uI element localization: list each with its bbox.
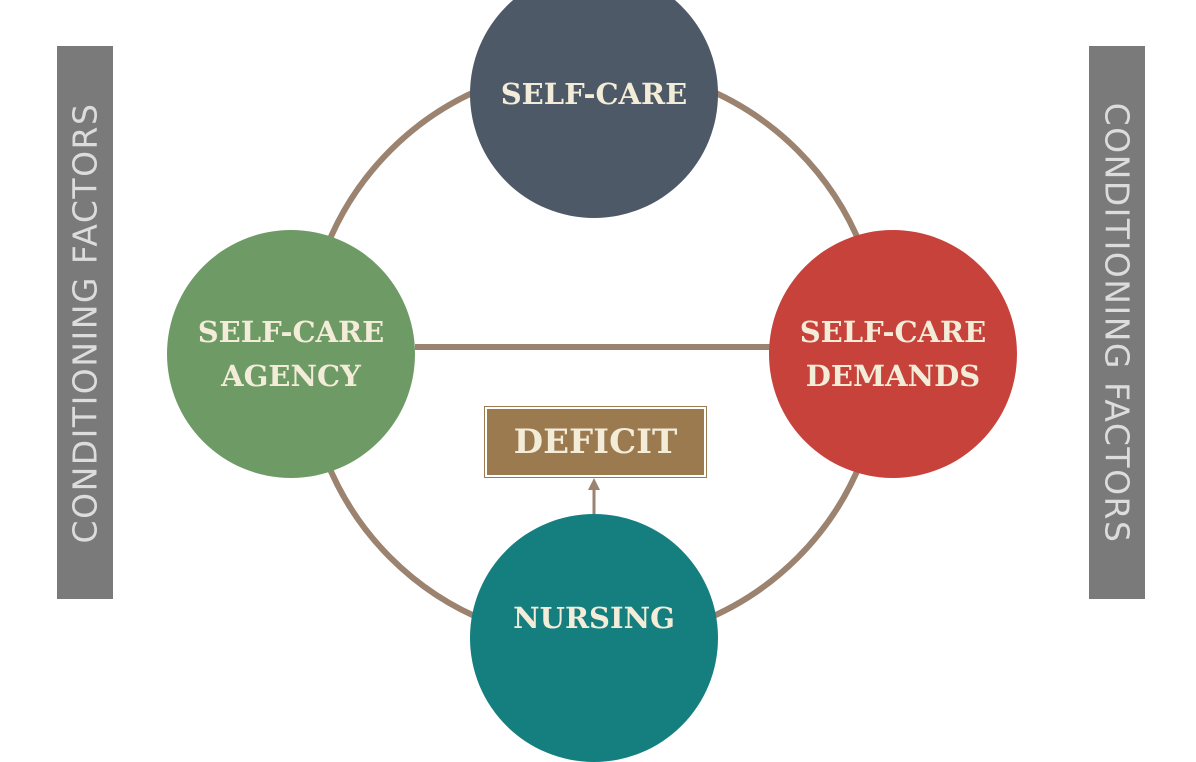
right-conditioning-bar: CONDITIONING FACTORS: [1089, 46, 1145, 599]
nursing-deficit-arrow-head: [588, 478, 600, 490]
self-care-label: SELF-CARE: [500, 77, 688, 111]
nursing-label: NURSING: [513, 601, 675, 635]
left-conditioning-bar: CONDITIONING FACTORS: [57, 46, 113, 599]
self-care-node: SELF-CARE: [470, 0, 718, 218]
self-care-demands-label: SELF-CARE DEMANDS: [799, 315, 987, 393]
deficit-box: DEFICIT: [485, 407, 706, 477]
self-care-agency-node: SELF-CARE AGENCY: [167, 230, 415, 478]
self-care-agency-label: SELF-CARE AGENCY: [197, 315, 385, 393]
self-care-demands-node: SELF-CARE DEMANDS: [769, 230, 1017, 478]
deficit-label: DEFICIT: [513, 422, 678, 462]
nursing-node: NURSING: [470, 514, 718, 762]
